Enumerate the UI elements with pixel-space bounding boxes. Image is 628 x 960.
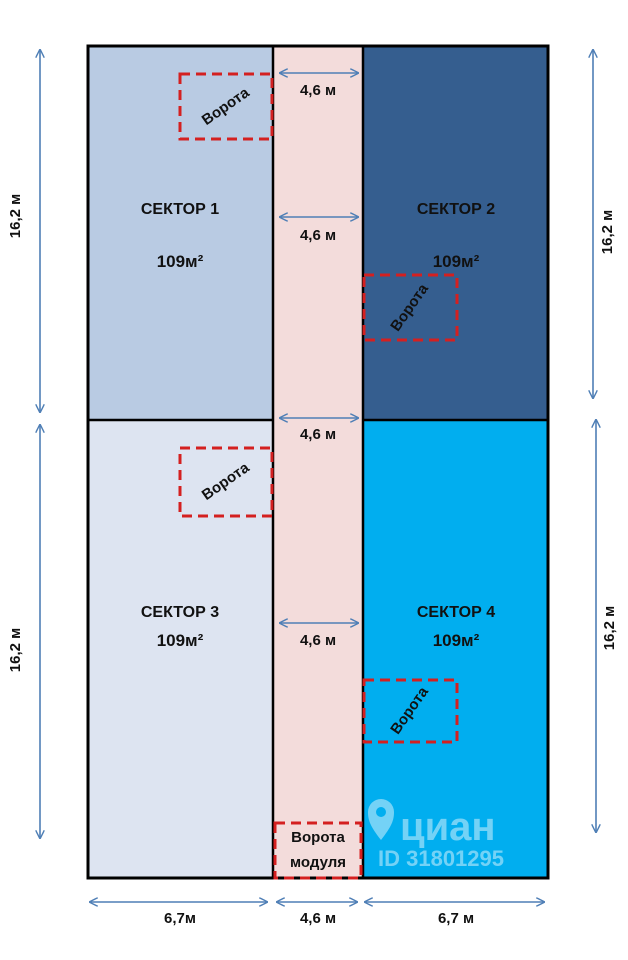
module-gate-line2: модуля bbox=[290, 854, 346, 871]
sector-2-area bbox=[363, 46, 548, 420]
svg-text:16,2 м: 16,2 м bbox=[7, 194, 24, 238]
svg-text:6,7м: 6,7м bbox=[164, 910, 196, 927]
svg-text:6,7 м: 6,7 м bbox=[438, 910, 474, 927]
sector-3-label: СЕКТОР 3 bbox=[141, 604, 219, 621]
module-gate-line1: Ворота bbox=[291, 829, 345, 846]
left-top-dimension: 16,2 м bbox=[7, 50, 40, 412]
svg-text:4,6 м: 4,6 м bbox=[300, 227, 336, 244]
watermark: циан ID 31801295 bbox=[368, 799, 504, 871]
svg-text:4,6 м: 4,6 м bbox=[300, 632, 336, 649]
left-bottom-dimension: 16,2 м bbox=[7, 425, 40, 838]
svg-text:16,2 м: 16,2 м bbox=[601, 606, 618, 650]
sector-3-area-label: 109м² bbox=[157, 631, 204, 650]
svg-text:16,2 м: 16,2 м bbox=[599, 210, 616, 254]
right-top-dimension: 16,2 м bbox=[593, 50, 616, 398]
sector-4-area bbox=[363, 420, 548, 878]
svg-text:16,2 м: 16,2 м bbox=[7, 628, 24, 672]
corridor-area bbox=[273, 46, 363, 878]
sector-4-label: СЕКТОР 4 bbox=[417, 604, 495, 621]
bottom-right-dimension: 6,7 м bbox=[365, 902, 544, 927]
corridor-dimension-1: 4,6 м bbox=[280, 73, 358, 99]
right-bottom-dimension: 16,2 м bbox=[596, 420, 618, 832]
corridor-dimension-3: 4,6 м bbox=[280, 418, 358, 443]
bottom-left-dimension: 6,7м bbox=[90, 902, 267, 927]
gate-module: Ворота модуля bbox=[273, 821, 363, 880]
watermark-brand: циан bbox=[400, 805, 496, 849]
bottom-mid-dimension: 4,6 м bbox=[277, 902, 357, 927]
corridor-dimension-2: 4,6 м bbox=[280, 217, 358, 244]
sector-4-area-label: 109м² bbox=[433, 631, 480, 650]
sector-2-label: СЕКТОР 2 bbox=[417, 201, 495, 218]
sector-1-area-label: 109м² bbox=[157, 252, 204, 271]
svg-text:4,6 м: 4,6 м bbox=[300, 82, 336, 99]
corridor-dimension-4: 4,6 м bbox=[280, 623, 358, 649]
sector-2-area-label: 109м² bbox=[433, 252, 480, 271]
svg-text:4,6 м: 4,6 м bbox=[300, 910, 336, 927]
sector-1-label: СЕКТОР 1 bbox=[141, 201, 219, 218]
watermark-id: ID 31801295 bbox=[378, 846, 504, 871]
svg-text:4,6 м: 4,6 м bbox=[300, 426, 336, 443]
location-pin-icon bbox=[368, 799, 394, 840]
sector-3-area bbox=[88, 420, 273, 878]
